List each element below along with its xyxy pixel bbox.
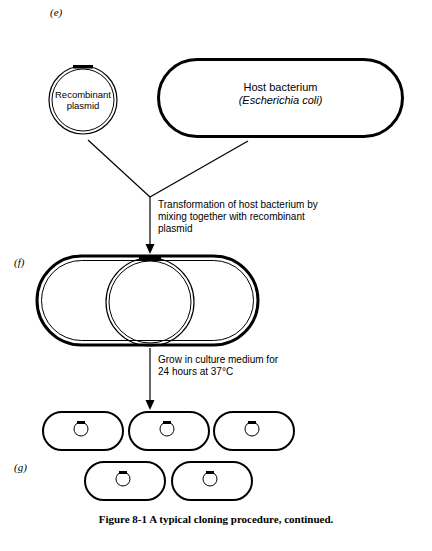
- arrow-shaft: [149, 197, 150, 246]
- bacterium-cell: Host bacterium(Escherichia coli): [157, 58, 404, 138]
- daughter-cell: [129, 412, 209, 450]
- daughter-cell: [85, 462, 165, 500]
- gene-insert: [163, 421, 171, 424]
- arrow-head: [146, 400, 155, 410]
- gene-insert: [77, 421, 85, 424]
- plasmid-inner: [109, 261, 191, 343]
- bacterium-inner-wall: [42, 261, 254, 341]
- merge-line: [88, 140, 150, 197]
- panel-letter: (g): [14, 461, 38, 473]
- arrow-shaft: [149, 348, 150, 402]
- plasmid-outer: [49, 66, 117, 134]
- gene-insert: [206, 471, 214, 474]
- transformed-bacterium: [37, 256, 258, 345]
- merge-line: [150, 141, 248, 197]
- daughter-cell: [214, 412, 294, 450]
- small-plasmid: [74, 422, 88, 436]
- gene-insert: [248, 421, 256, 424]
- plasmid-circle: Recombinant plasmid: [48, 65, 118, 135]
- gene-insert: [119, 471, 127, 474]
- small-plasmid: [203, 472, 217, 486]
- arrow-head: [146, 244, 155, 254]
- plasmid-label: Recombinant plasmid: [52, 89, 114, 112]
- daughter-cells: [43, 412, 294, 500]
- step-note: Transformation of host bacterium by mixi…: [158, 199, 326, 235]
- species-label: (Escherichia coli): [171, 94, 391, 107]
- plasmid-outer: [106, 258, 194, 346]
- daughter-cell: [43, 412, 123, 450]
- plasmid-inner: [52, 69, 114, 131]
- small-plasmid: [116, 472, 130, 486]
- small-plasmid: [245, 422, 259, 436]
- step-note: Grow in culture medium for 24 hours at 3…: [158, 354, 280, 378]
- figure-caption: Figure 8-1 A typical cloning procedure, …: [0, 513, 432, 525]
- bacterium-label: Host bacterium: [171, 81, 391, 94]
- panel-letter: (f): [14, 256, 38, 268]
- gene-insert: [73, 65, 93, 69]
- daughter-cell: [172, 462, 252, 500]
- panel-letter: (e): [50, 6, 80, 18]
- gene-insert: [139, 256, 161, 260]
- small-plasmid: [160, 422, 174, 436]
